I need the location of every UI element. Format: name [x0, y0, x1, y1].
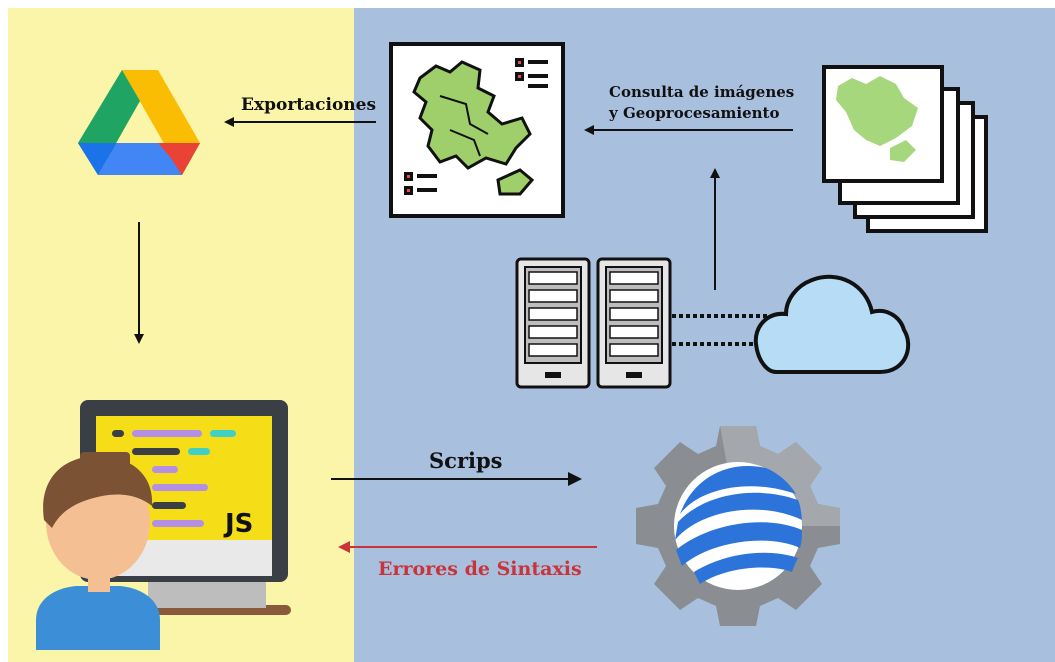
- developer-at-computer-icon: JS: [36, 400, 291, 650]
- map-document-icon: [389, 42, 565, 218]
- query-label-line2: y Geoprocesamiento: [609, 104, 780, 122]
- cloud-icon: [753, 274, 910, 374]
- google-earth-engine-icon: [636, 426, 840, 626]
- satellite-image-stack-icon: [822, 65, 988, 233]
- query-label-line1: Consulta de imágenes: [609, 83, 795, 101]
- scripts-label: Scrips: [429, 448, 503, 473]
- syntax-errors-label: Errores de Sintaxis: [378, 558, 582, 580]
- server-rack-icon: [515, 257, 672, 389]
- google-drive-icon: [78, 70, 200, 175]
- js-badge: JS: [223, 509, 253, 539]
- exports-label: Exportaciones: [241, 95, 377, 115]
